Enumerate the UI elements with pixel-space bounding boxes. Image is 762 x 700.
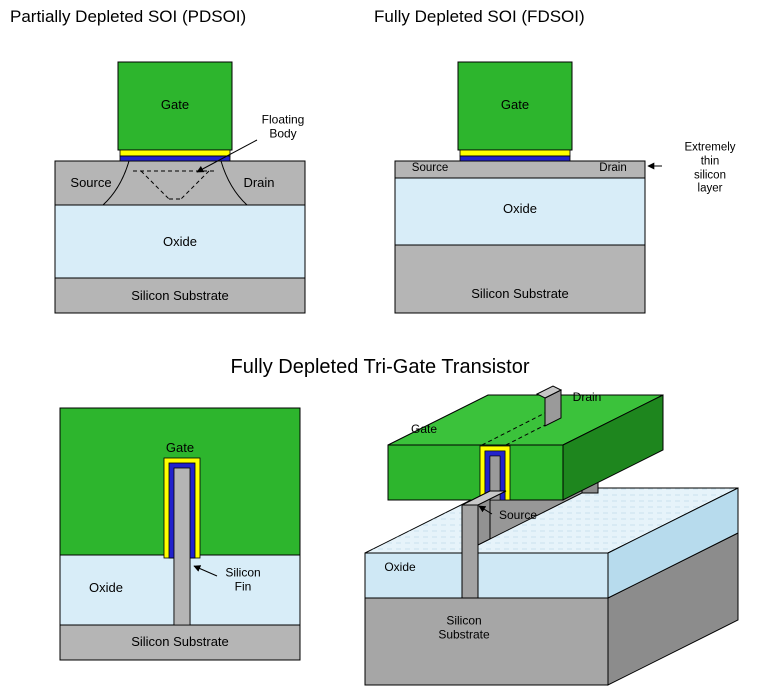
source-arrow <box>478 505 493 515</box>
pdsoi-body-region <box>54 160 306 206</box>
iso-fin-hidden-edge-left <box>481 412 546 446</box>
cross-gate-label: Gate <box>165 440 195 456</box>
trigate-3d-view <box>364 385 739 686</box>
cross-oxide-left <box>59 554 175 626</box>
fdsoi-oxide-layer <box>394 177 646 246</box>
floating-body-arrow <box>196 139 258 173</box>
iso-substrate-front <box>364 597 609 686</box>
pdsoi-source-label: Source <box>70 175 112 191</box>
iso-fin-in-gate <box>489 455 501 501</box>
cross-silicon-fin <box>173 467 191 626</box>
fdsoi-gate-label: Gate <box>500 97 530 113</box>
fdsoi-gate-oxide-yellow <box>459 149 571 157</box>
pdsoi-diagram <box>54 61 306 314</box>
iso-gate-label: Gate <box>410 421 438 436</box>
trigate-title: Fully Depleted Tri-Gate Transistor <box>230 356 530 378</box>
pdsoi-oxide-layer <box>54 204 306 279</box>
pdsoi-channel-curve-left <box>102 160 130 206</box>
pdsoi-gate-oxide-yellow <box>119 149 231 157</box>
floating-body-label: Floating Body <box>261 112 305 141</box>
iso-oxide-side <box>607 487 739 599</box>
pdsoi-gate-block <box>117 61 233 151</box>
cross-oxide-label: Oxide <box>89 580 123 596</box>
fdsoi-oxide-label: Oxide <box>503 201 537 217</box>
silicon-fin-arrow <box>193 565 218 577</box>
fdsoi-title: Fully Depleted SOI (FDSOI) <box>374 7 585 26</box>
pdsoi-channel-curve-right <box>220 160 248 206</box>
pdsoi-gate-label: Gate <box>160 97 190 113</box>
cross-oxide-right <box>189 554 301 626</box>
iso-fin-front-stripe <box>461 504 479 599</box>
iso-gate-side <box>562 394 664 501</box>
iso-gate-front <box>387 444 564 501</box>
fdsoi-substrate-label: Silicon Substrate <box>471 286 569 302</box>
iso-oxide-front <box>364 552 609 599</box>
pdsoi-oxide-label: Oxide <box>163 234 197 250</box>
thin-layer-note: Extremely thin silicon layer <box>684 141 736 195</box>
fdsoi-gate-oxide-blue <box>459 155 571 162</box>
fdsoi-drain-label: Drain <box>599 162 627 175</box>
cross-substrate-layer <box>59 624 301 661</box>
cross-substrate-label: Silicon Substrate <box>131 634 229 650</box>
fdsoi-source-label: Source <box>411 162 449 175</box>
iso-source-label: Source <box>498 507 538 522</box>
pdsoi-substrate-label: Silicon Substrate <box>131 288 229 304</box>
trigate-cross-section <box>59 407 301 661</box>
pdsoi-gate-oxide-blue <box>119 155 231 162</box>
pdsoi-drain-label: Drain <box>243 175 275 191</box>
fdsoi-substrate-layer <box>394 244 646 314</box>
iso-drain-label: Drain <box>572 389 602 404</box>
iso-oxide-label: Oxide <box>384 559 416 574</box>
pdsoi-substrate-layer <box>54 277 306 314</box>
fdsoi-gate-block <box>457 61 573 151</box>
fdsoi-diagram <box>394 61 662 314</box>
iso-oxide-top-hatch <box>365 488 738 553</box>
iso-substrate-label: Silicon Substrate <box>438 613 490 642</box>
iso-drain-stub-top <box>535 385 563 399</box>
silicon-fin-label: Silicon Fin <box>225 565 261 594</box>
pdsoi-title: Partially Depleted SOI (PDSOI) <box>10 7 247 26</box>
